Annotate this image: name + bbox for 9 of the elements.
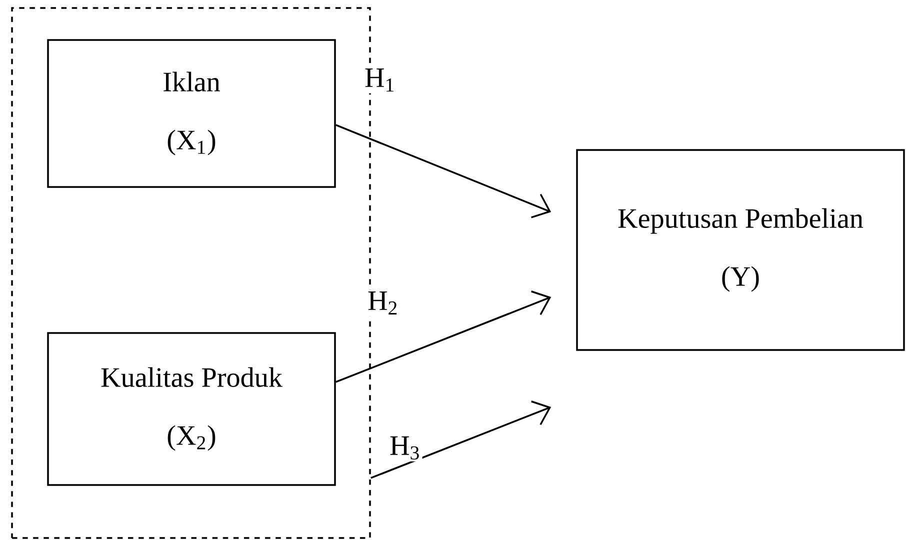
edge-label: H$_{3}$ (388, 434, 422, 462)
arrow (336, 290, 552, 383)
arrow (336, 124, 552, 218)
edge-label: H$_{2}$ (366, 290, 400, 316)
variable-box: Kualitas Produk (X$_{2}$) (47, 332, 336, 486)
variable-box: Keputusan Pembelian (Y) (576, 149, 905, 351)
arrow (370, 400, 552, 479)
variable-box: Iklan (X$_{1}$) (47, 39, 336, 188)
edge-label: H$_{1}$ (362, 66, 398, 94)
